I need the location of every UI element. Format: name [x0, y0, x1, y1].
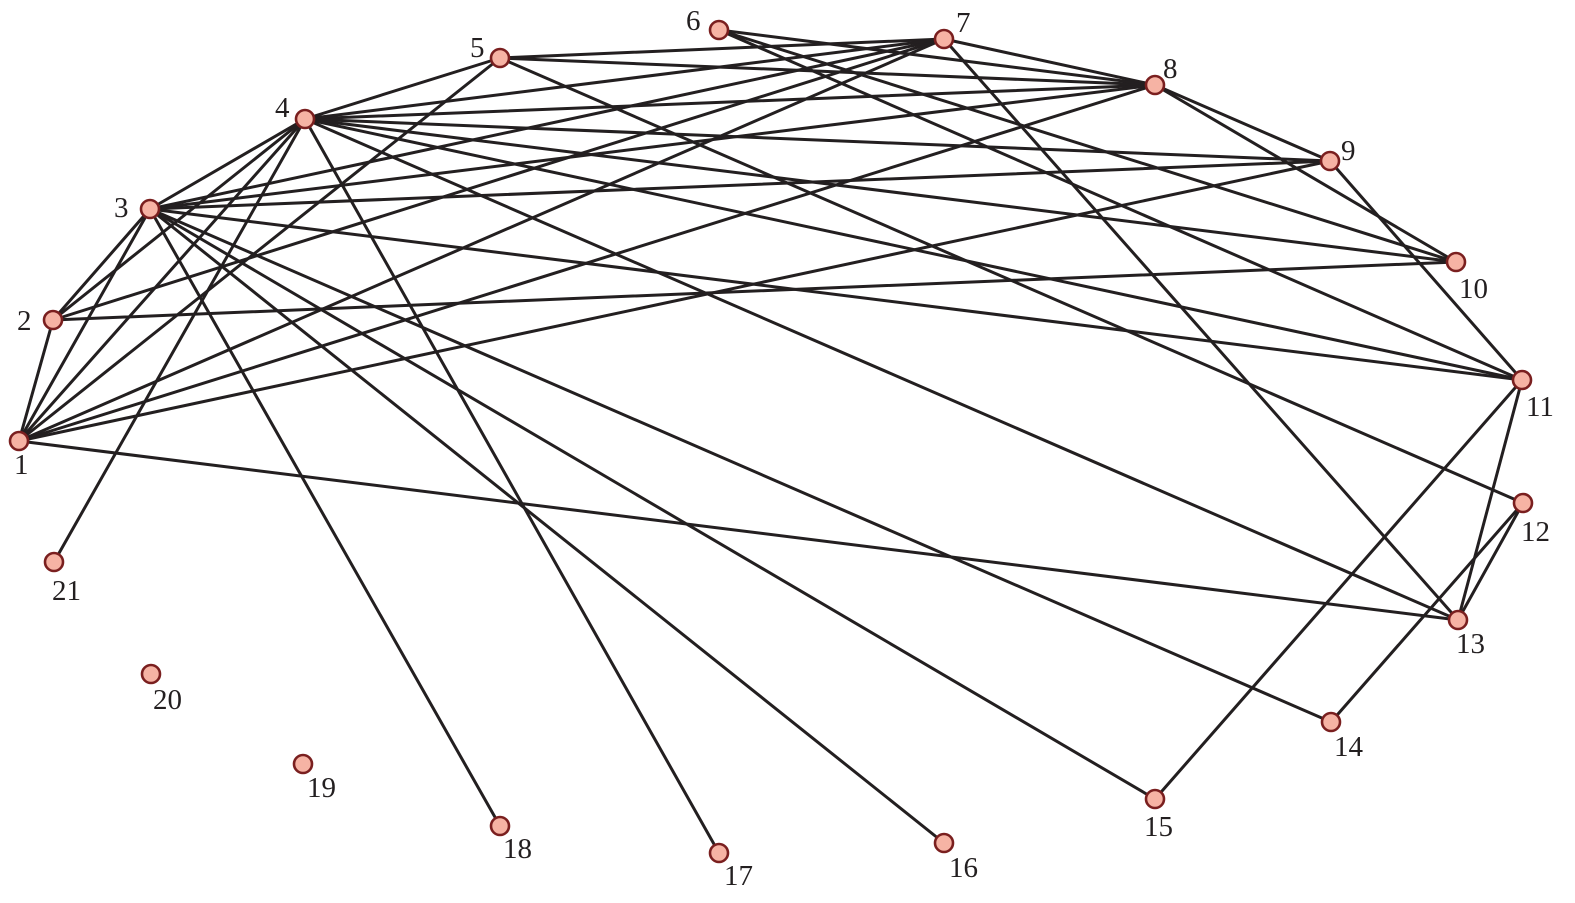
edge-5-12	[498, 56, 1525, 505]
node-label-4: 4	[275, 92, 290, 124]
edge-1-13	[17, 439, 1460, 622]
edge-3-7	[148, 37, 946, 211]
edge-4-5	[303, 56, 502, 121]
edge-4-7	[303, 37, 946, 121]
node-13	[1447, 609, 1469, 631]
edge-11-13	[1456, 378, 1524, 622]
node-4	[294, 108, 316, 130]
edge-4-17	[303, 117, 721, 855]
edge-2-3	[51, 207, 152, 322]
node-label-9: 9	[1341, 135, 1356, 167]
node-label-11: 11	[1526, 391, 1554, 423]
node-12	[1512, 492, 1534, 514]
edge-4-21	[52, 117, 307, 564]
node-11	[1511, 369, 1533, 391]
node-18	[489, 815, 511, 837]
node-label-2: 2	[17, 305, 32, 337]
edge-5-7	[498, 37, 946, 60]
node-label-8: 8	[1163, 53, 1178, 85]
node-1	[8, 430, 30, 452]
edge-4-9	[303, 117, 1332, 163]
edge-3-15	[148, 207, 1157, 801]
node-label-14: 14	[1334, 731, 1364, 763]
edge-5-8	[498, 56, 1157, 87]
node-19	[292, 753, 314, 775]
node-label-19: 19	[307, 772, 336, 804]
node-label-20: 20	[153, 684, 182, 716]
edge-2-4	[51, 117, 307, 322]
edge-3-9	[148, 159, 1332, 211]
edge-6-10	[717, 28, 1458, 264]
edge-8-10	[1153, 83, 1458, 264]
node-label-3: 3	[114, 192, 129, 224]
edge-6-11	[717, 28, 1524, 382]
node-label-18: 18	[503, 833, 532, 865]
node-14	[1320, 711, 1342, 733]
node-17	[708, 842, 730, 864]
edge-layer	[17, 28, 1525, 855]
edge-4-11	[303, 117, 1524, 382]
edge-3-18	[148, 207, 502, 828]
edge-2-10	[51, 260, 1458, 322]
node-21	[43, 551, 65, 573]
node-label-7: 7	[956, 7, 971, 39]
node-label-21: 21	[52, 575, 81, 607]
node-8	[1144, 74, 1166, 96]
node-label-16: 16	[949, 852, 978, 884]
edge-8-9	[1153, 83, 1332, 163]
node-20	[140, 663, 162, 685]
node-label-6: 6	[686, 5, 701, 37]
edge-6-8	[717, 28, 1157, 87]
edge-12-13	[1456, 501, 1525, 622]
edge-3-8	[148, 83, 1157, 211]
node-label-5: 5	[470, 32, 485, 64]
node-layer	[8, 19, 1534, 864]
edge-12-14	[1329, 501, 1525, 724]
edge-3-11	[148, 207, 1524, 382]
edge-9-11	[1328, 159, 1524, 382]
node-15	[1144, 788, 1166, 810]
edge-3-14	[148, 207, 1333, 724]
node-9	[1319, 150, 1341, 172]
node-label-13: 13	[1456, 628, 1485, 660]
edge-1-3	[17, 207, 152, 443]
edge-7-8	[942, 37, 1157, 87]
edge-2-7	[51, 37, 946, 322]
edge-1-4	[17, 117, 307, 443]
edge-11-15	[1153, 378, 1524, 801]
edge-3-4	[148, 117, 307, 211]
edge-1-2	[17, 318, 55, 443]
edge-3-16	[148, 207, 946, 845]
node-label-10: 10	[1459, 273, 1488, 305]
node-2	[42, 309, 64, 331]
node-10	[1445, 251, 1467, 273]
node-6	[708, 19, 730, 41]
node-7	[933, 28, 955, 50]
edge-1-7	[17, 37, 946, 443]
node-16	[933, 832, 955, 854]
edge-1-9	[17, 159, 1332, 443]
edge-4-8	[303, 83, 1157, 121]
edge-4-13	[303, 117, 1460, 622]
edge-7-13	[942, 37, 1460, 622]
node-label-17: 17	[724, 860, 753, 892]
node-label-15: 15	[1144, 811, 1173, 843]
edge-4-10	[303, 117, 1458, 264]
node-label-12: 12	[1521, 516, 1550, 548]
node-5	[489, 47, 511, 69]
node-label-1: 1	[14, 449, 29, 481]
edge-1-5	[17, 56, 502, 443]
node-3	[139, 198, 161, 220]
